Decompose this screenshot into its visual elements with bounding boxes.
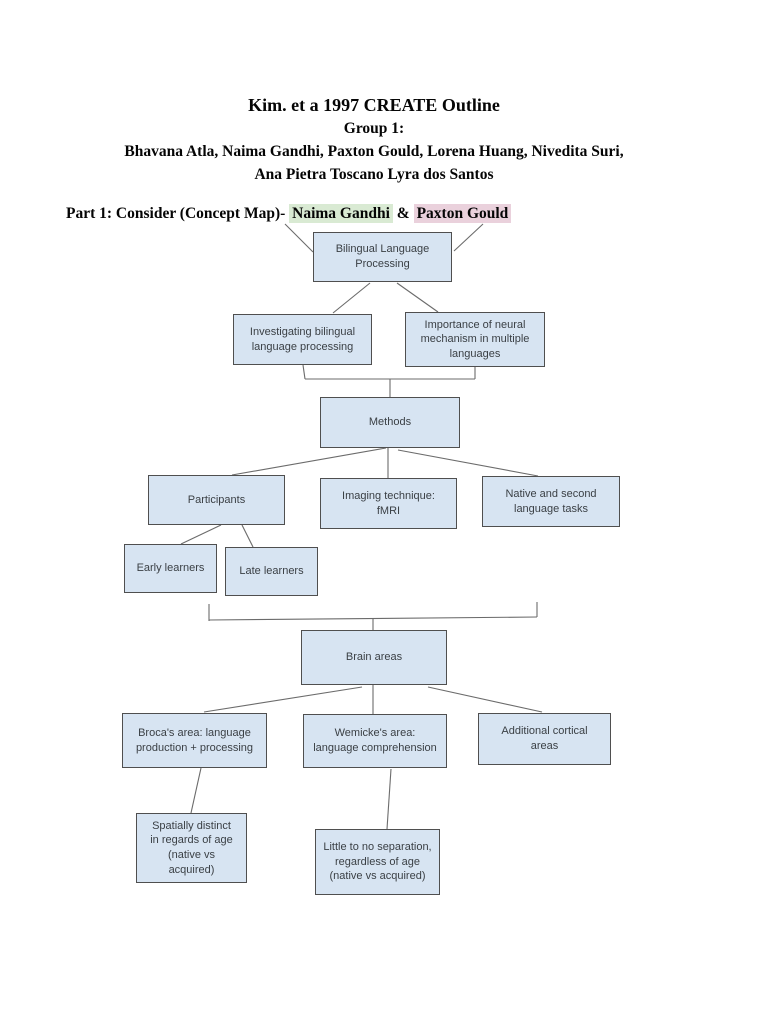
connector-line bbox=[241, 524, 254, 548]
node-brain-areas: Brain areas bbox=[301, 630, 447, 685]
authors-line-1: Bhavana Atla, Naima Gandhi, Paxton Gould… bbox=[124, 143, 624, 160]
connector-line bbox=[231, 447, 387, 476]
connector-line bbox=[397, 449, 539, 477]
document-header: Kim. et a 1997 CREATE Outline Group 1: B… bbox=[0, 93, 748, 186]
document-title: Kim. et a 1997 CREATE Outline bbox=[248, 95, 500, 115]
node-spatially-distinct: Spatially distinct in regards of age (na… bbox=[136, 813, 247, 883]
node-methods: Methods bbox=[320, 397, 460, 448]
part1-separator: & bbox=[392, 205, 414, 222]
node-importance-neural-mechanism: Importance of neural mechanism in multip… bbox=[405, 312, 545, 367]
connector-line bbox=[386, 768, 392, 830]
authors-line-2: Ana Pietra Toscano Lyra dos Santos bbox=[254, 166, 494, 183]
node-imaging-technique-fmri: Imaging technique: fMRI bbox=[320, 478, 457, 529]
node-broca-area: Broca's area: language production + proc… bbox=[122, 713, 267, 768]
highlight-paxton-gould: Paxton Gould bbox=[413, 204, 512, 223]
connector-line bbox=[453, 223, 484, 252]
node-late-learners: Late learners bbox=[225, 547, 318, 596]
highlight-naima-gandhi: Naima Gandhi bbox=[289, 204, 393, 223]
connector-line bbox=[180, 524, 222, 545]
node-early-learners: Early learners bbox=[124, 544, 217, 593]
node-additional-cortical-areas: Additional cortical areas bbox=[478, 713, 611, 765]
node-little-to-no-separation: Little to no separation, regardless of a… bbox=[315, 829, 440, 895]
connector-line bbox=[190, 767, 202, 814]
connector-line bbox=[396, 282, 439, 313]
node-bilingual-language-processing: Bilingual Language Processing bbox=[313, 232, 452, 282]
connector-line bbox=[284, 223, 314, 253]
node-native-second-language-tasks: Native and second language tasks bbox=[482, 476, 620, 527]
part1-heading: Part 1: Consider (Concept Map)- Naima Ga… bbox=[66, 204, 512, 223]
node-participants: Participants bbox=[148, 475, 285, 525]
connector-line bbox=[427, 686, 543, 713]
node-investigating-bilingual: Investigating bilingual language process… bbox=[233, 314, 372, 365]
part1-prefix: Part 1: Consider (Concept Map)- bbox=[66, 205, 290, 222]
connector-line bbox=[302, 364, 306, 380]
group-label: Group 1: bbox=[343, 120, 405, 137]
node-wernicke-area: Wemicke's area: language comprehension bbox=[303, 714, 447, 768]
connector-line bbox=[332, 282, 371, 314]
connector-line bbox=[203, 686, 363, 713]
